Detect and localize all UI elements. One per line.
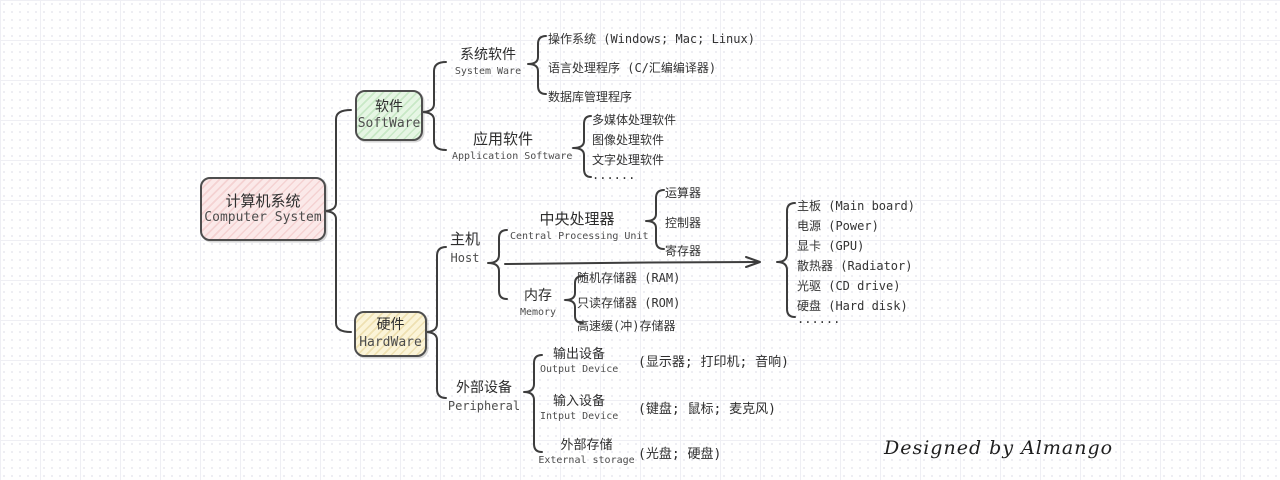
arrow-host-components [504, 261, 759, 265]
node-software-label-zh: 软件 [375, 98, 403, 115]
node-hardware-label-en: HardWare [359, 334, 422, 350]
node-output-device-label-en: Output Device [540, 364, 619, 375]
node-output-device-label-zh: 输出设备 [552, 347, 605, 362]
node-hardware-label-zh: 硬件 [376, 317, 405, 334]
leaf-rom[interactable]: 只读存储器 (ROM) [577, 296, 681, 310]
node-cpu-label-en: Central Processing Unit [510, 231, 649, 242]
leaf-language-processor[interactable]: 语言处理程序 (C/汇编编译器) [548, 61, 717, 75]
node-computer-system[interactable]: 计算机系统 Computer System [200, 177, 326, 241]
node-external-storage-label-en: External storage [538, 455, 635, 466]
brace-hardware [424, 246, 447, 399]
node-host-label-zh: 主机 [449, 230, 480, 248]
node-output-device[interactable]: 输出设备 Output Device [540, 343, 618, 375]
node-input-device-label-en: Intput Device [540, 411, 619, 422]
node-memory-label-zh: 内存 [524, 288, 552, 304]
leaf-multimedia-software[interactable]: 多媒体处理软件 [592, 113, 677, 127]
brace-root [322, 109, 352, 333]
node-cpu-label-zh: 中央处理器 [539, 210, 615, 228]
leaf-power[interactable]: 电源 (Power) [797, 219, 879, 233]
arrowhead-icon [745, 256, 761, 268]
node-memory-label-en: Memory [519, 307, 557, 318]
node-application-software[interactable]: 应用软件 Application Software [452, 128, 573, 162]
brace-cpu [645, 189, 665, 250]
node-input-device-label-zh: 输入设备 [552, 394, 605, 409]
node-external-storage[interactable]: 外部存储 External storage [538, 434, 635, 466]
leaf-radiator[interactable]: 散热器 (Radiator) [797, 259, 913, 273]
node-application-software-label-en: Application Software [452, 151, 573, 162]
external-storage-examples: (光盘; 硬盘) [638, 447, 722, 462]
node-hardware[interactable]: 硬件 HardWare [354, 311, 427, 357]
node-software[interactable]: 软件 SoftWare [355, 90, 423, 141]
leaf-gpu[interactable]: 显卡 (GPU) [797, 239, 865, 253]
leaf-arithmetic-unit[interactable]: 运算器 [665, 186, 702, 200]
node-memory[interactable]: 内存 Memory [512, 285, 564, 318]
leaf-operating-system[interactable]: 操作系统 (Windows; Mac; Linux) [548, 32, 755, 46]
brace-host [487, 229, 508, 300]
leaf-database-manager[interactable]: 数据库管理程序 [548, 90, 633, 104]
node-software-label-en: SoftWare [357, 116, 421, 132]
node-peripheral-label-en: Peripheral [447, 399, 521, 413]
leaf-software-ellipsis[interactable]: ...... [592, 168, 636, 182]
brace-host-components [776, 202, 796, 318]
leaf-cache[interactable]: 高速缓(冲)存储器 [577, 319, 676, 333]
leaf-register[interactable]: 寄存器 [665, 244, 702, 258]
node-system-software-label-en: System Ware [454, 66, 522, 77]
node-input-device[interactable]: 输入设备 Intput Device [540, 390, 618, 422]
leaf-hard-disk[interactable]: 硬盘 (Hard disk) [797, 299, 908, 313]
input-device-examples: (键盘; 鼠标; 麦克风) [638, 402, 776, 417]
leaf-ram[interactable]: 随机存储器 (RAM) [577, 271, 681, 285]
output-device-examples: (显示器; 打印机; 音响) [638, 355, 789, 370]
node-computer-system-label-zh: 计算机系统 [225, 191, 301, 210]
node-peripheral[interactable]: 外部设备 Peripheral [442, 377, 526, 413]
node-system-software-label-zh: 系统软件 [460, 47, 516, 63]
node-host-label-en: Host [450, 251, 480, 265]
designer-signature: Designed by Almango [884, 437, 1114, 459]
node-computer-system-label-en: Computer System [204, 210, 322, 226]
node-peripheral-label-zh: 外部设备 [456, 380, 512, 396]
leaf-cd-drive[interactable]: 光驱 (CD drive) [797, 279, 901, 293]
node-host[interactable]: 主机 Host [443, 228, 487, 265]
leaf-word-software[interactable]: 文字处理软件 [592, 153, 665, 167]
leaf-components-ellipsis[interactable]: ...... [797, 312, 841, 326]
node-external-storage-label-zh: 外部存储 [560, 438, 613, 453]
node-system-software[interactable]: 系统软件 System Ware [438, 44, 538, 77]
leaf-control-unit[interactable]: 控制器 [665, 216, 702, 230]
node-application-software-label-zh: 应用软件 [472, 130, 533, 148]
leaf-image-software[interactable]: 图像处理软件 [592, 133, 665, 147]
leaf-mainboard[interactable]: 主板 (Main board) [797, 199, 915, 213]
brace-application-software [572, 115, 592, 178]
node-cpu[interactable]: 中央处理器 Central Processing Unit [510, 208, 649, 242]
